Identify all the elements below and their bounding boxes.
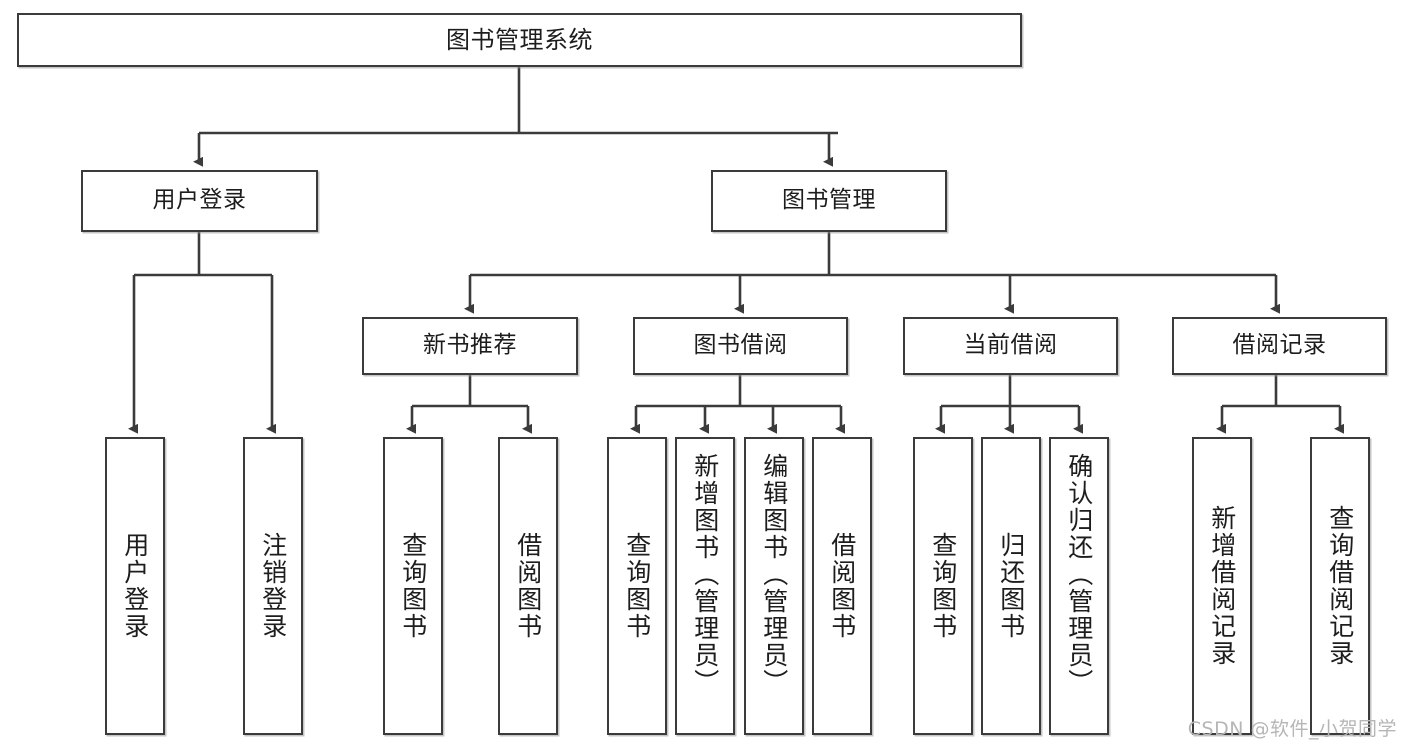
node-borrowing-record[interactable]: 借阅记录: [1172, 317, 1387, 375]
leaf-book-borrow-edit-book-admin[interactable]: 编辑图书（管理员）: [744, 437, 804, 735]
node-label: 用户登录: [120, 532, 150, 640]
node-label: 查询图书: [928, 532, 958, 640]
node-label: 新增借阅记录: [1207, 505, 1237, 667]
leaf-current-borrow-confirm-return-admin[interactable]: 确认归还（管理员）: [1049, 437, 1109, 735]
node-label: 查询借阅记录: [1325, 505, 1355, 667]
node-book-management[interactable]: 图书管理: [711, 170, 947, 232]
leaf-book-borrow-borrow-books[interactable]: 借阅图书: [812, 437, 872, 735]
node-label: 归还图书: [996, 532, 1026, 640]
node-label: 注销登录: [258, 532, 288, 640]
leaf-book-borrow-query-books[interactable]: 查询图书: [607, 437, 667, 735]
node-label: 图书管理系统: [446, 25, 593, 54]
leaf-new-book-borrow-books[interactable]: 借阅图书: [498, 437, 558, 735]
leaf-borrow-record-add-record[interactable]: 新增借阅记录: [1192, 437, 1252, 735]
node-label: 查询图书: [398, 532, 428, 640]
leaf-borrow-record-query-record[interactable]: 查询借阅记录: [1310, 437, 1370, 735]
node-label: 新增图书（管理员）: [690, 453, 720, 696]
node-label: 新书推荐: [423, 332, 517, 359]
node-label: 图书管理: [782, 187, 876, 214]
leaf-current-borrow-query-books[interactable]: 查询图书: [913, 437, 973, 735]
leaf-book-borrow-add-book-admin[interactable]: 新增图书（管理员）: [675, 437, 735, 735]
node-label: 借阅图书: [827, 532, 857, 640]
node-book-borrowing[interactable]: 图书借阅: [633, 317, 848, 375]
node-label: 编辑图书（管理员）: [759, 453, 789, 696]
node-label: 借阅记录: [1232, 332, 1327, 359]
node-current-borrowing[interactable]: 当前借阅: [903, 317, 1118, 375]
leaf-user-login-logout[interactable]: 注销登录: [243, 437, 303, 735]
node-user-login[interactable]: 用户登录: [81, 170, 318, 232]
node-label: 借阅图书: [513, 532, 543, 640]
node-label: 查询图书: [622, 532, 652, 640]
watermark: CSDN @软件_小贺同学: [1187, 718, 1397, 740]
node-label: 图书借阅: [693, 332, 788, 359]
leaf-new-book-query-books[interactable]: 查询图书: [383, 437, 443, 735]
node-label: 用户登录: [152, 187, 247, 214]
leaf-current-borrow-return-books[interactable]: 归还图书: [981, 437, 1041, 735]
node-root-book-management-system[interactable]: 图书管理系统: [17, 13, 1022, 67]
leaf-user-login-login[interactable]: 用户登录: [105, 437, 165, 735]
node-label: 确认归还（管理员）: [1064, 453, 1094, 696]
node-label: 当前借阅: [963, 332, 1058, 359]
node-new-book-recommendation[interactable]: 新书推荐: [362, 317, 578, 375]
